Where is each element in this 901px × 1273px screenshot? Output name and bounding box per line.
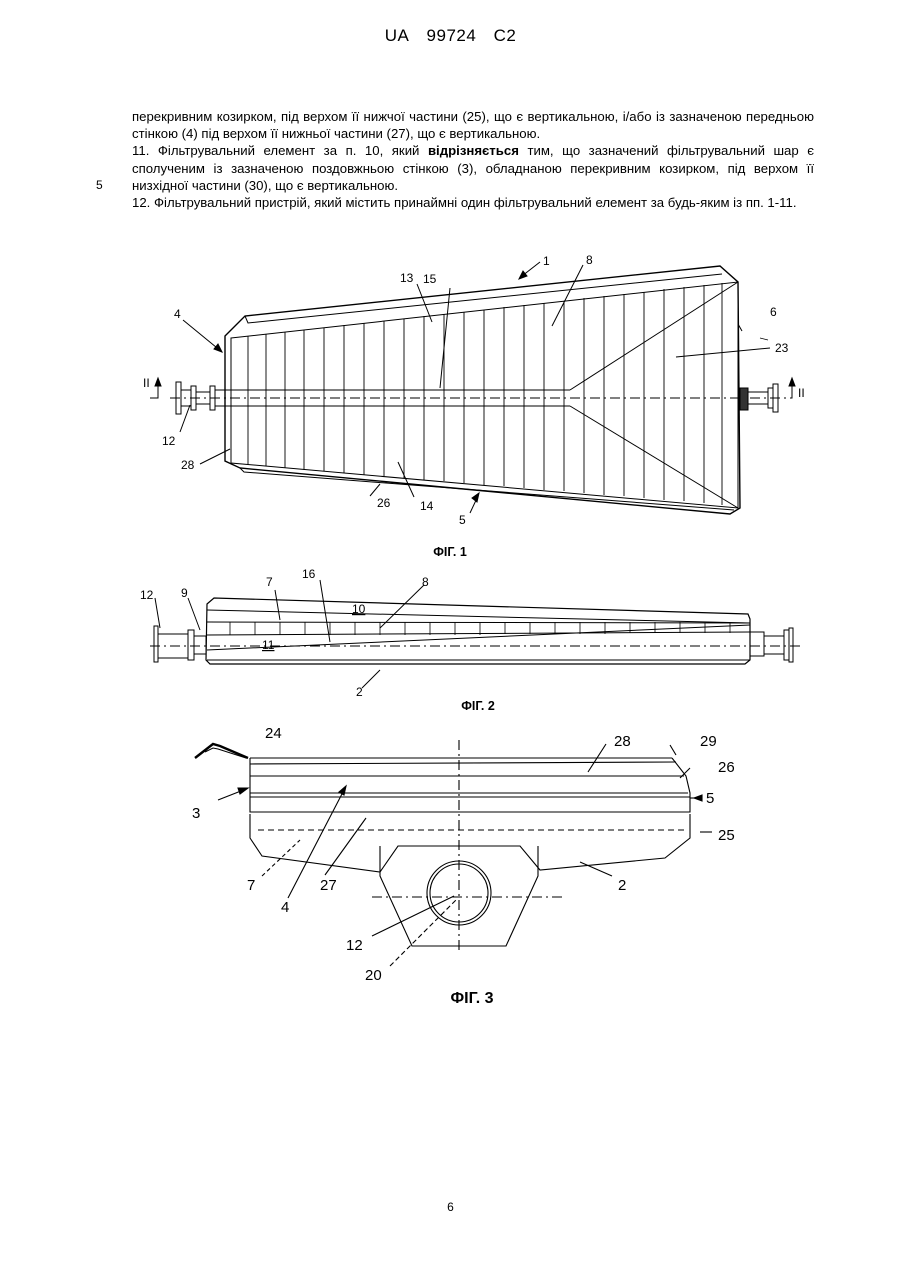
fig1-pleats xyxy=(248,283,722,505)
fig2-label-10: 10 xyxy=(352,602,366,616)
fig1-label-II-left: II xyxy=(143,376,150,390)
fig2-caption: ФІГ. 2 xyxy=(461,699,495,713)
fig1-label-5: 5 xyxy=(459,513,466,527)
fig2-label-12: 12 xyxy=(140,588,154,602)
fig2-pleats xyxy=(230,622,730,635)
fig1-diagonal-down xyxy=(570,406,738,508)
fig1-label-1: 1 xyxy=(543,254,550,268)
fig3-label-24: 24 xyxy=(265,725,282,742)
fig2-right-pipe xyxy=(750,628,793,662)
fig3-label-4: 4 xyxy=(281,899,289,916)
fig1-label-23: 23 xyxy=(775,341,789,355)
fig3-label-20: 20 xyxy=(365,967,382,984)
fig1-label-28: 28 xyxy=(181,458,195,472)
fig3-caption: ФІГ. 3 xyxy=(451,990,494,1007)
figure-2-labels: 12 9 7 16 8 10 11 2 xyxy=(140,567,429,699)
fig1-label-15: 15 xyxy=(423,272,437,286)
fig1-label-6: 6 xyxy=(770,305,777,319)
fig3-label-2: 2 xyxy=(618,877,626,894)
fig2-label-2: 2 xyxy=(356,685,363,699)
fig2-label-11: 11 xyxy=(262,638,275,652)
fig3-label-7: 7 xyxy=(247,877,255,894)
fig1-label-4: 4 xyxy=(174,307,181,321)
fig1-label-12: 12 xyxy=(162,434,176,448)
fig3-label-29: 29 xyxy=(700,733,717,750)
fig1-label-14: 14 xyxy=(420,499,434,513)
figure-1 xyxy=(150,262,795,514)
fig1-label-8: 8 xyxy=(586,253,593,267)
page-number: 6 xyxy=(0,1200,901,1214)
fig1-label-13: 13 xyxy=(400,271,414,285)
fig2-label-16: 16 xyxy=(302,567,316,581)
figure-3 xyxy=(195,740,712,966)
fig2-left-pipe xyxy=(154,626,206,662)
fig3-label-3: 3 xyxy=(192,805,200,822)
fig3-label-28: 28 xyxy=(614,733,631,750)
fig2-label-9: 9 xyxy=(181,586,188,600)
fig2-label-8: 8 xyxy=(422,575,429,589)
fig3-label-27: 27 xyxy=(320,877,337,894)
fig3-label-25: 25 xyxy=(718,827,735,844)
fig2-label-7: 7 xyxy=(266,575,273,589)
fig1-label-II-right: II xyxy=(798,386,805,400)
fig1-caption: ФІГ. 1 xyxy=(433,545,467,559)
fig1-label-26: 26 xyxy=(377,496,391,510)
fig1-top-rim xyxy=(245,274,722,323)
fig3-label-26: 26 xyxy=(718,759,735,776)
fig3-label-5: 5 xyxy=(706,790,714,807)
figure-2 xyxy=(150,580,800,688)
fig2-body xyxy=(206,598,750,664)
fig3-label-12: 12 xyxy=(346,937,363,954)
